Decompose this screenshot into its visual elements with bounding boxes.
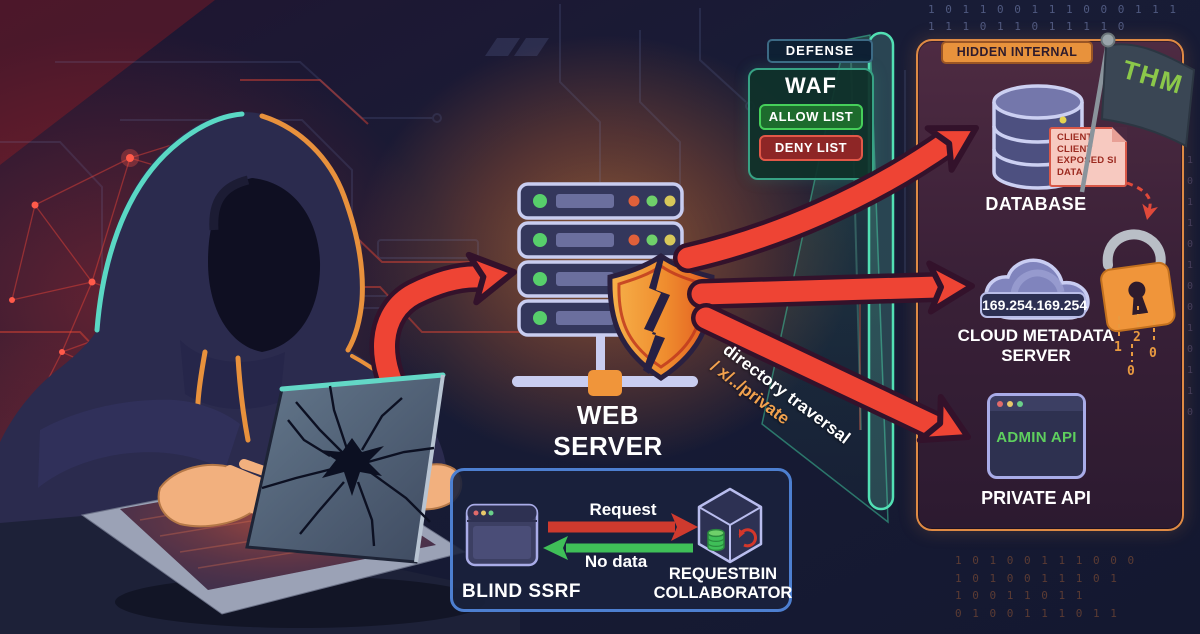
server-slots [556, 194, 614, 325]
note-line: CLIENT [1057, 143, 1093, 155]
hood-orange-rim [259, 113, 365, 353]
note-line: CLIENT [1057, 132, 1093, 143]
allow-list-badge: ALLOW LIST [759, 104, 863, 130]
hood-opening [208, 178, 321, 352]
cloud-label-line1: CLOUD METADATA [957, 326, 1115, 345]
note-line: EXPOSED SI [1057, 155, 1117, 166]
requestbin-collaborator-label: REQUESTBIN COLLABORATOR [649, 565, 797, 604]
no-data-arrow [543, 536, 693, 560]
collab-line1: REQUESTBIN [668, 565, 778, 583]
cube-database-glyph [707, 528, 725, 552]
waf-title: WAF [785, 73, 837, 98]
collaborator-cube-icon [697, 487, 763, 564]
server-status-dots [628, 195, 676, 246]
window-dot-red [997, 400, 1003, 407]
screen-crack-center [320, 438, 384, 496]
admin-api-text: ADMIN API [996, 429, 1077, 446]
blind-ssrf-box: Request No data BLIND SSRF REQUESTBIN CO… [450, 468, 792, 612]
private-api-label: PRIVATE API [981, 488, 1091, 508]
cloud-metadata-label: CLOUD METADATA SERVER [950, 326, 1122, 367]
collab-line2: COLLABORATOR [653, 584, 793, 603]
defense-tag: DEFENSE [767, 39, 873, 63]
deny-list-badge: DENY LIST [759, 135, 863, 161]
cracked-laptop-screen [245, 372, 446, 564]
waf-box: WAF ALLOW LIST DENY LIST [748, 68, 874, 180]
server-leds [533, 194, 547, 325]
browser-window-icon [465, 503, 539, 567]
database-label: DATABASE [985, 194, 1087, 214]
drip-digit: 0 [1127, 364, 1135, 379]
cloud-label-line2: SERVER [1001, 346, 1071, 366]
request-arrow [548, 513, 698, 541]
drip-digit: 1 [1114, 340, 1122, 355]
binary-right-edge: 1 0 1 1 0 1 0 0 1 0 1 1 0 [1187, 155, 1194, 418]
no-data-label: No data [584, 552, 648, 571]
drip-digit: 2 [1133, 330, 1141, 345]
window-dot-green [1017, 400, 1023, 407]
ssrf-box-art [465, 487, 763, 567]
blind-ssrf-label: BLIND SSRF [462, 581, 581, 602]
cube-refresh-glyph [738, 528, 757, 548]
drawstring-right [235, 355, 251, 443]
note-fold-corner [1112, 127, 1127, 142]
request-label: Request [589, 500, 657, 519]
web-server-label: WEB SERVER [553, 400, 663, 461]
hood-teal-rim [94, 111, 245, 333]
drip-digit: 0 [1149, 346, 1157, 361]
open-padlock-icon [1100, 229, 1176, 333]
note-line: DATA [1057, 166, 1083, 178]
shield-crack [643, 258, 670, 374]
hooded-attacker [0, 111, 446, 634]
hood-inner-shadow [209, 175, 250, 231]
window-titlebar [990, 396, 1083, 411]
attack-arrow-initial [369, 251, 517, 427]
admin-api-window: ADMIN API [987, 393, 1086, 479]
binary-bottom-right: 1 0 1 0 0 1 1 1 0 0 0 1 0 1 0 0 1 1 1 0 … [955, 554, 1137, 620]
attacker-forearm [38, 399, 240, 488]
exposed-data-note: CLIENT CLIENT EXPOSED SI DATA [1049, 127, 1127, 187]
window-dot-yellow [1007, 400, 1013, 407]
screen-crack-lines [261, 385, 435, 547]
hidden-internal-tag: HIDDEN INTERNAL [941, 41, 1093, 64]
metadata-ip-box: 169.254.169.254 [980, 292, 1087, 318]
